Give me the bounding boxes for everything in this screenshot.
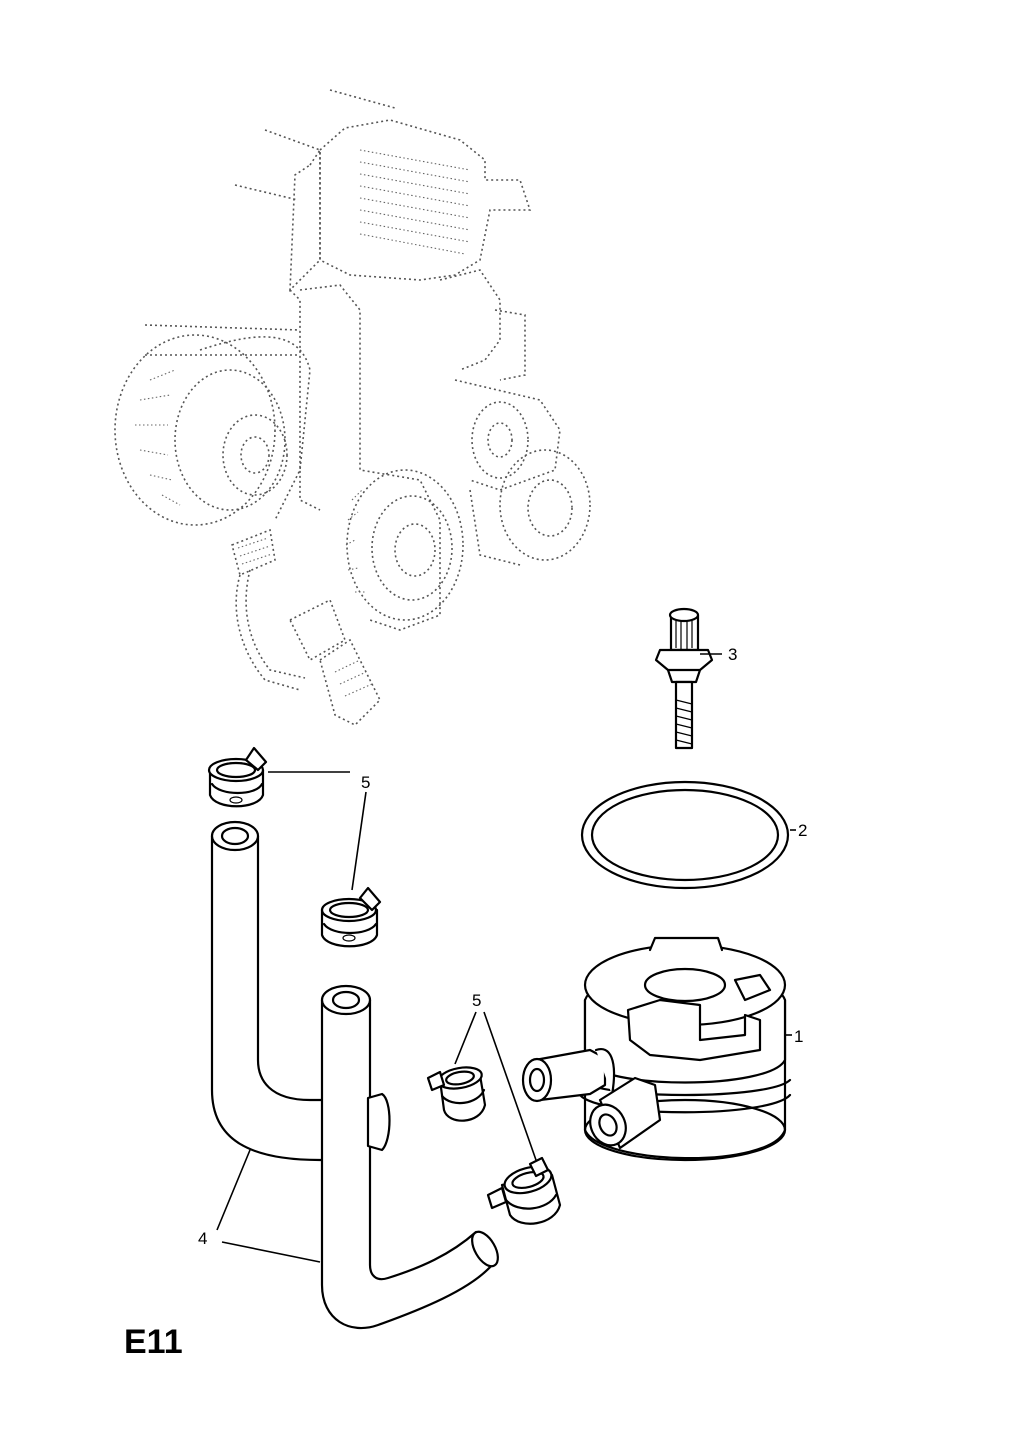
bolt-part <box>654 607 714 750</box>
diagram-code: E11 <box>124 1323 183 1361</box>
clip-leader <box>454 1011 477 1065</box>
callout-3: 3 <box>728 645 737 664</box>
callout-5-middle: 5 <box>472 991 481 1010</box>
callout-1: 1 <box>794 1027 803 1046</box>
clip-leader <box>351 791 367 891</box>
hose-leader <box>216 1149 251 1231</box>
oil-cooler-part <box>521 936 792 1162</box>
hose-leader <box>221 1241 321 1263</box>
engine-reference-drawing <box>114 89 591 726</box>
callout-2: 2 <box>798 821 807 840</box>
hose-clip-upper-left <box>207 746 268 808</box>
hose-clip-lower <box>486 1156 562 1225</box>
hose-part <box>210 820 499 1330</box>
seal-ring-part <box>580 780 790 890</box>
callout-4: 4 <box>198 1229 207 1248</box>
hose-clip-upper-middle <box>320 886 382 948</box>
hose-clip-middle <box>426 1066 487 1122</box>
clip-leader <box>483 1011 537 1161</box>
callout-5-upper: 5 <box>361 773 370 792</box>
